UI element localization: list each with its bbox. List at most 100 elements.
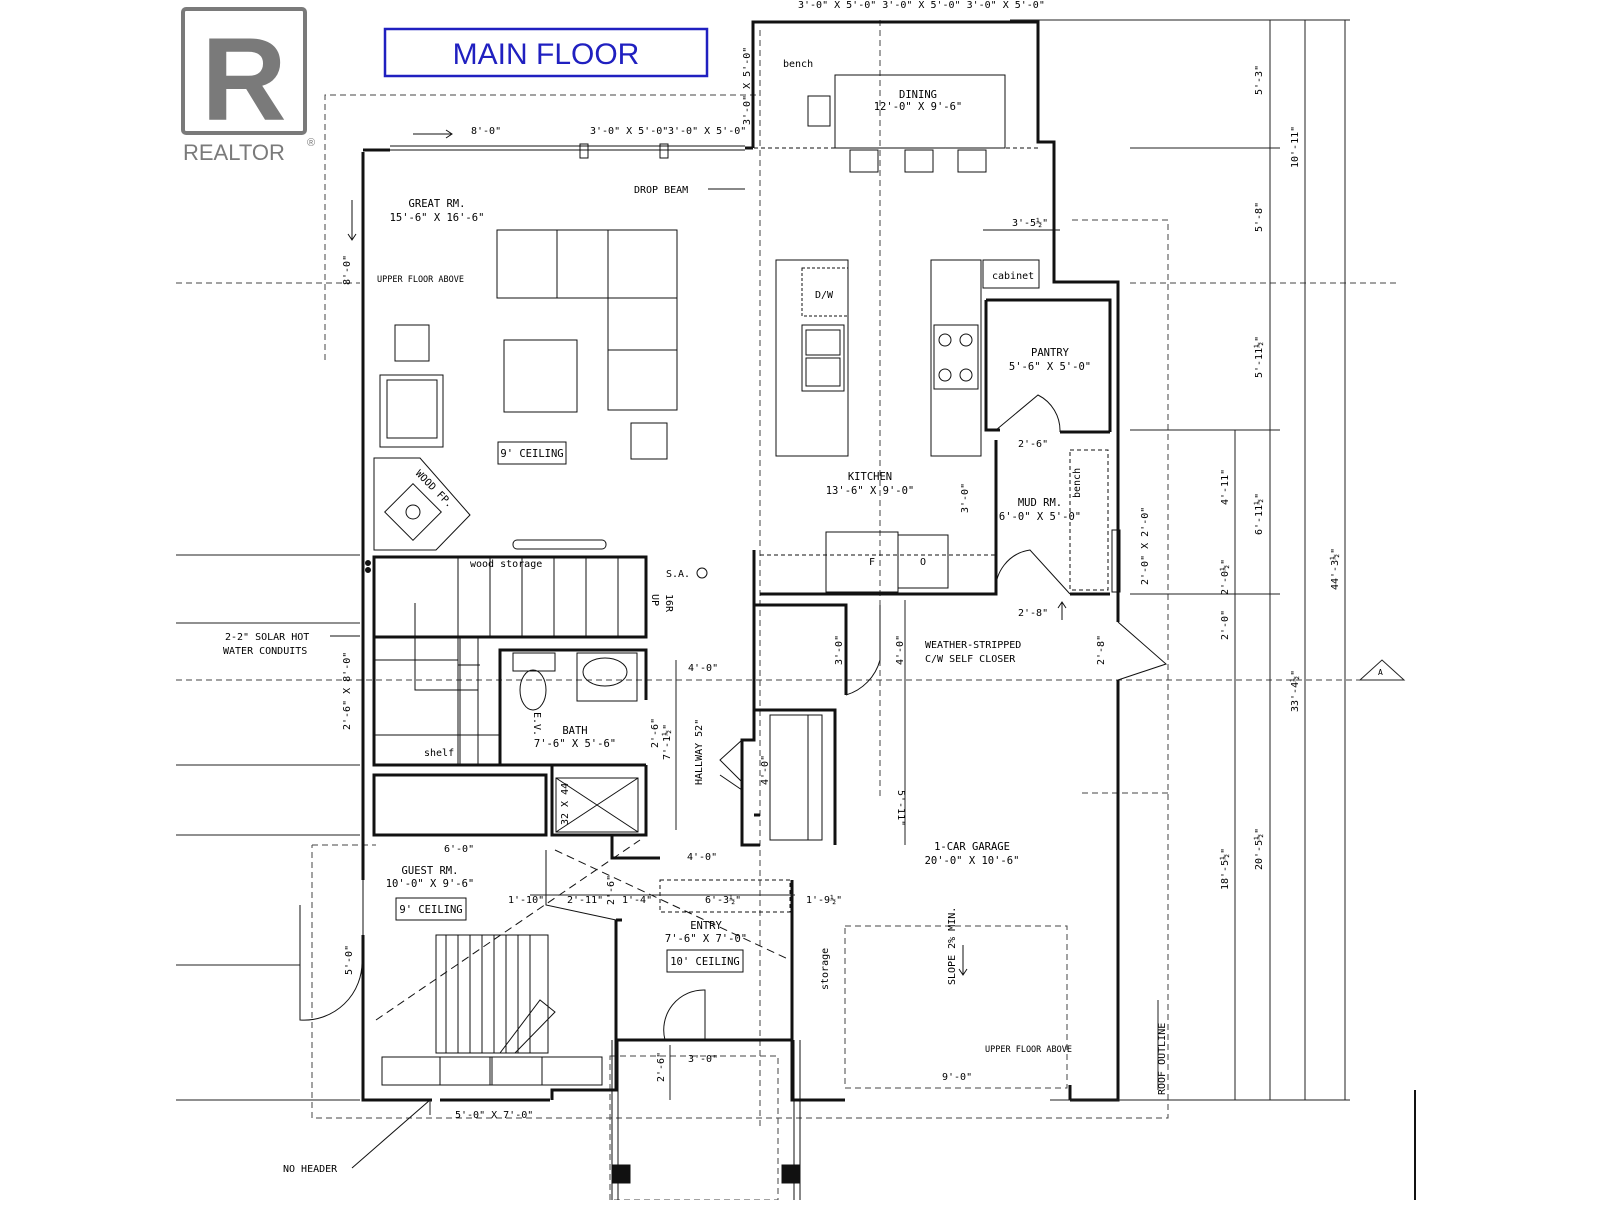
smoke-alarm-label: S.A.	[666, 569, 690, 580]
dim-right-44-3: 44'-3½"	[1329, 548, 1341, 590]
solar-conduit-label-2: WATER CONDUITS	[223, 646, 307, 657]
weather-strip-label-2: C/W SELF CLOSER	[925, 654, 1016, 665]
dim-bath-depth: 7'-1½"	[661, 724, 673, 760]
storage-label: storage	[820, 948, 831, 990]
drop-beam-label: DROP BEAM	[634, 185, 688, 196]
dim-right-33-4: 33'-4½"	[1289, 670, 1301, 712]
weather-strip-label-1: WEATHER-STRIPPED	[925, 640, 1021, 651]
guest-room-ceiling-box	[395, 897, 467, 921]
dim-right-5-8: 5'-8"	[1254, 202, 1265, 232]
stair-up-label: UP	[649, 594, 660, 606]
dining-size: 12'-0" X 9'-6"	[874, 101, 963, 113]
dim-top-windows: 3'-0" X 5'-0" 3'-0" X 5'-0" 3'-0" X 5'-0…	[798, 0, 1045, 11]
pantry-name: PANTRY	[1031, 347, 1070, 359]
great-room-ceiling-box	[497, 441, 567, 465]
dim-door-4: 4'-0"	[895, 635, 906, 665]
realtor-logo: R REALTOR ®	[181, 7, 315, 165]
upper-floor-label-left: UPPER FLOOR ABOVE	[377, 275, 464, 285]
kitchen-size: 13'-6" X 9'-0"	[826, 485, 915, 497]
title-frame	[383, 27, 709, 78]
annotations: bench DROP BEAM UPPER FLOOR ABOVE UPPER …	[223, 59, 1383, 1175]
guest-room-name: GUEST RM.	[402, 865, 459, 877]
dim-garage-9: 9'-0"	[942, 1072, 972, 1083]
entry-name: ENTRY	[690, 920, 722, 932]
no-header-leader	[351, 1099, 431, 1169]
dim-1-9: 1'-9½"	[806, 894, 842, 906]
dim-porch-3: 3'-0"	[688, 1054, 718, 1065]
dining-name: DINING	[899, 89, 937, 101]
dim-mud-door: 2'-8"	[1018, 608, 1048, 619]
realtor-logo-frame	[181, 7, 307, 135]
entry-size: 7'-6" X 7'-0"	[665, 933, 747, 945]
dim-left-window: 2'-6" X 8'-0"	[342, 652, 353, 730]
roof-outline-label: ROOF OUTLINE	[1157, 1023, 1168, 1095]
dim-right-2-0b: 2'-0"	[1220, 610, 1231, 640]
great-room-size: 15'-6" X 16'-6"	[390, 212, 485, 224]
dim-garage-5-11: 5'-11"	[895, 790, 906, 826]
dim-2-11: 2'-11"	[567, 895, 603, 906]
mud-room-name: MUD RM.	[1018, 497, 1062, 509]
slope-label: SLOPE 2% MIN.	[947, 907, 958, 985]
bath-name: BATH	[562, 725, 587, 737]
shelf-label: shelf	[424, 748, 454, 759]
realtor-logo-mark: R	[201, 14, 286, 146]
dishwasher-label: D/W	[815, 290, 834, 301]
hallway-label: HALLWAY 52"	[694, 719, 705, 785]
dim-right-5-11: 5'-11½"	[1253, 336, 1265, 378]
dim-right-18-5: 18'-5½"	[1219, 848, 1231, 890]
garage-name: 1-CAR GARAGE	[934, 841, 1010, 853]
dim-slider: 8'-0"	[471, 126, 501, 137]
bench-label-top: bench	[783, 59, 813, 70]
dim-hall-4: 4'-0"	[688, 663, 718, 674]
room-labels: GREAT RM. 15'-6" X 16'-6" 9' CEILING DIN…	[386, 89, 1091, 973]
fridge-label: F	[869, 557, 875, 568]
dim-closet: 4'-0"	[760, 755, 771, 785]
no-header-label: NO HEADER	[283, 1164, 338, 1175]
dim-kitchen-3: 3'-0"	[960, 483, 971, 513]
guest-room-size: 10'-0" X 9'-6"	[386, 878, 475, 890]
page-title: MAIN FLOOR	[453, 38, 640, 71]
dim-cabinet: 3'-5½"	[1012, 217, 1048, 229]
upper-floor-label-garage: UPPER FLOOR ABOVE	[985, 1045, 1072, 1055]
dim-mud-window: 2'-0" X 2'-0"	[1140, 507, 1151, 585]
dim-window-a: 3'-0" X 5'-0"	[590, 126, 668, 137]
dim-garage-door: 2'-8"	[1096, 635, 1107, 665]
title-box: MAIN FLOOR	[383, 27, 709, 78]
dim-1-10: 1'-10"	[508, 895, 544, 906]
dim-left-8: 8'-0"	[342, 255, 353, 285]
mud-room-size: 6'-0" X 5'-0"	[999, 511, 1081, 523]
realtor-logo-text: REALTOR	[183, 140, 285, 165]
dimension-lines	[176, 19, 1406, 1115]
dim-right-6-11: 6'-11½"	[1253, 493, 1265, 535]
entry-ceiling: 10' CEILING	[670, 956, 740, 968]
dim-right-20-5: 20'-5½"	[1253, 828, 1265, 870]
shower-size-label: 32 X 44	[560, 783, 571, 825]
kitchen-name: KITCHEN	[848, 471, 892, 483]
dim-guest-6: 6'-0"	[444, 844, 474, 855]
garage-size: 20'-0" X 10'-6"	[925, 855, 1020, 867]
pantry-size: 5'-6" X 5'-0"	[1009, 361, 1091, 373]
great-room-name: GREAT RM.	[409, 198, 466, 210]
dim-right-10-11: 10'-11"	[1290, 126, 1301, 168]
great-room-ceiling: 9' CEILING	[500, 448, 563, 460]
dim-bath-door: 2'-6"	[650, 718, 661, 748]
smoke-alarm-icon	[696, 567, 708, 579]
dimension-labels: 3'-0" X 5'-0" 3'-0" X 5'-0" 3'-0" X 5'-0…	[342, 0, 1341, 1121]
section-marker-label: A	[1378, 668, 1383, 677]
arrows	[347, 129, 1067, 976]
dim-guest-window: 5'-0" X 7'-0"	[455, 1110, 533, 1121]
dim-door-3: 3'-0"	[834, 635, 845, 665]
fixtures	[299, 74, 1416, 1200]
dim-dining-side-window: 3'-0" X 5'-0"	[742, 47, 753, 125]
dim-right-5-3: 5'-3"	[1254, 65, 1265, 95]
oven-label: O	[920, 557, 926, 568]
exhaust-vent-label: E.V.	[531, 712, 542, 736]
dim-2-6: 2'-6"	[606, 875, 617, 905]
guest-room-ceiling: 9' CEILING	[399, 904, 462, 916]
dim-right-2-0a: 2'-0½"	[1219, 559, 1231, 595]
dim-guest-door: 5'-0"	[344, 945, 355, 975]
entry-ceiling-box	[666, 949, 744, 973]
cabinet-label: cabinet	[992, 271, 1034, 282]
